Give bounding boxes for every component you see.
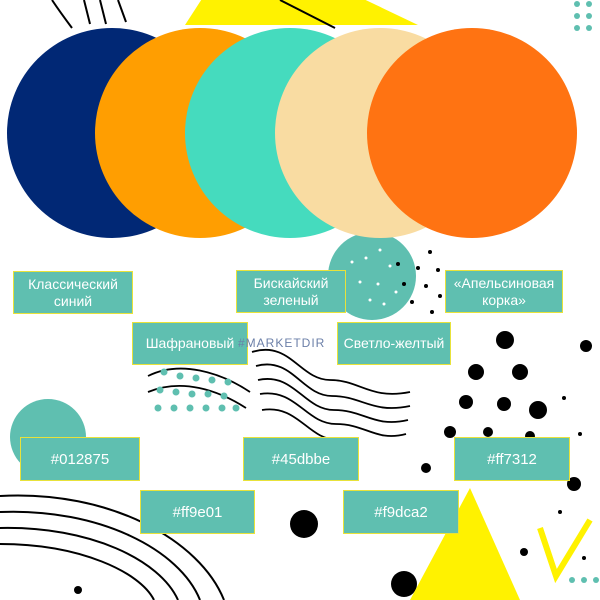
black-dot [290, 510, 318, 538]
black-speckles [396, 250, 442, 314]
black-dot [391, 571, 417, 597]
white-dots [350, 248, 398, 306]
swatch-hex-label-light-yellow: #f9dca2 [343, 490, 459, 534]
teal-dot-grid [154, 368, 240, 412]
label-text: #ff9e01 [172, 503, 223, 521]
teal-blob [328, 232, 416, 320]
label-text: «Апельсиновая корка» [453, 274, 555, 308]
label-text: Бискайский зеленый [253, 274, 329, 308]
swatch-name-label-classic-blue: Классический синий [13, 271, 133, 314]
swatch-hex-label-biscay-green: #45dbbe [243, 437, 359, 481]
yellow-v-stroke [537, 518, 593, 584]
swatch-name-label-saffron: Шафрановый [132, 322, 248, 365]
top-right-teal-dots [574, 1, 592, 31]
bottom-yellow-triangle [410, 488, 520, 600]
top-left-stroke [51, 0, 73, 29]
black-dot [74, 586, 82, 594]
swatch-name-label-biscay-green: Бискайский зеленый [236, 270, 346, 313]
label-text: Классический синий [28, 275, 118, 309]
swatch-name-label-light-yellow: Светло-желтый [337, 322, 451, 365]
right-black-dots [421, 331, 592, 560]
swatch-hex-label-saffron: #ff9e01 [140, 490, 255, 534]
swatch-name-label-orange-peel: «Апельсиновая корка» [445, 270, 563, 313]
label-text: Светло-желтый [343, 335, 445, 351]
swatch-hex-label-orange-peel: #ff7312 [454, 437, 570, 481]
top-diagonal-line [279, 0, 336, 29]
top-left-stroke [99, 0, 107, 25]
top-yellow-triangle [185, 0, 418, 25]
bottom-right-teal-dots [569, 577, 599, 583]
watermark: #MARKETDIR [238, 336, 326, 350]
label-text: Шафрановый [145, 335, 235, 351]
color-swatches [7, 28, 577, 238]
label-text: #f9dca2 [374, 503, 428, 521]
top-left-stroke [83, 0, 91, 25]
label-text: #45dbbe [271, 450, 331, 468]
top-left-stroke [117, 0, 127, 23]
label-text: #012875 [50, 450, 110, 468]
swatch-hex-label-classic-blue: #012875 [20, 437, 140, 481]
label-text: #ff7312 [487, 450, 537, 468]
color-swatch-circle [367, 28, 577, 238]
